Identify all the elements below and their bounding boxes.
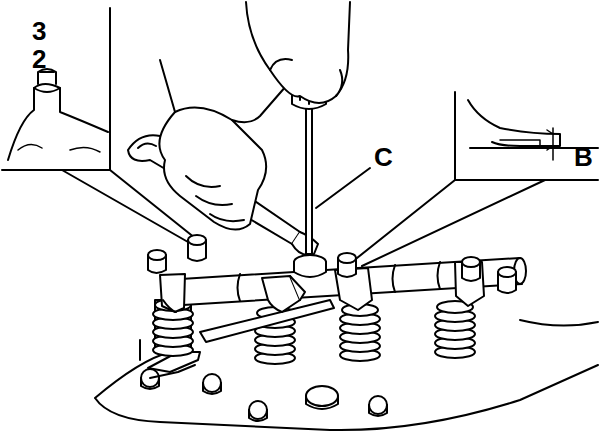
nuts bbox=[148, 235, 516, 293]
leader-line bbox=[316, 168, 370, 208]
rocker-shaft bbox=[160, 258, 526, 312]
callout-label: C bbox=[374, 144, 393, 170]
valve-springs bbox=[153, 299, 475, 364]
inset-clearance-gap bbox=[352, 92, 598, 266]
callout-label: 2 bbox=[32, 46, 46, 72]
callout-label: 3 bbox=[32, 18, 46, 44]
screwdriver-hand bbox=[246, 2, 350, 254]
callout-label: B bbox=[574, 144, 593, 170]
cylinder-head bbox=[95, 320, 598, 430]
feeler-gauge bbox=[200, 300, 334, 342]
